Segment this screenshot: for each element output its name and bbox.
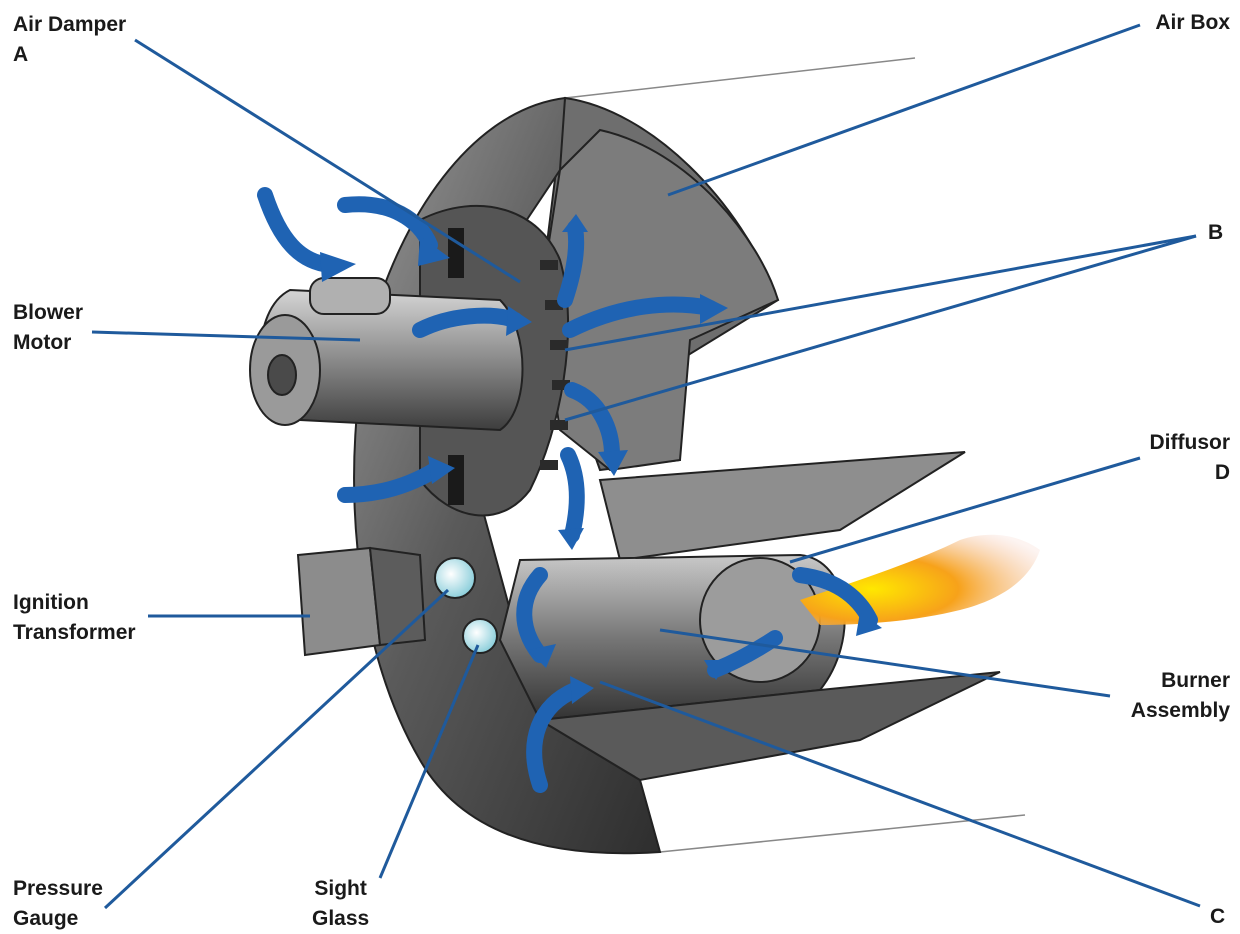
sight-glass-label-line1: Sight	[312, 874, 369, 904]
sight-glass	[463, 619, 497, 653]
air-damper-slot-lower	[448, 455, 464, 505]
diffusor-label-line1: Diffusor	[1150, 428, 1231, 458]
airflow-arrow	[568, 455, 577, 535]
air-box-leader-line	[668, 25, 1140, 195]
ignition-transformer-side	[370, 548, 425, 645]
burner-assembly-label-line2: Assembly	[1131, 696, 1230, 726]
ignition-transformer-box	[298, 548, 380, 655]
air-box-label: Air Box	[1155, 8, 1230, 38]
sight-glass-label: Sight Glass	[312, 874, 369, 934]
air-box-top-edge	[565, 58, 915, 98]
b-label: B	[1208, 218, 1223, 248]
ignition-transformer-label-line1: Ignition	[13, 588, 136, 618]
air-box-label-line1: Air Box	[1155, 8, 1230, 38]
blower-motor-label-line1: Blower	[13, 298, 83, 328]
diffusor-label: Diffusor D	[1150, 428, 1231, 488]
b-label-line1: B	[1208, 218, 1223, 248]
c-label: C	[1210, 902, 1225, 932]
air-damper-slot-upper	[448, 228, 464, 278]
blower-motor-shaft	[268, 355, 296, 395]
pressure-gauge-label-line2: Gauge	[13, 904, 103, 934]
sight-glass-label-line2: Glass	[312, 904, 369, 934]
burner-assembly-label-line1: Burner	[1131, 666, 1230, 696]
blower-motor-capacitor	[310, 278, 390, 314]
air-damper-label-line1: Air Damper	[13, 10, 126, 40]
air-damper-label: Air Damper A	[13, 10, 126, 70]
blower-motor-label: Blower Motor	[13, 298, 83, 358]
burner-assembly-label: Burner Assembly	[1131, 666, 1230, 726]
pressure-gauge-leader-line	[105, 590, 448, 908]
ignition-transformer-label-line2: Transformer	[13, 618, 136, 648]
air-damper-label-line2: A	[13, 40, 126, 70]
blower-motor-label-line2: Motor	[13, 328, 83, 358]
c-label-line1: C	[1210, 902, 1225, 932]
pressure-gauge-label: Pressure Gauge	[13, 874, 103, 934]
burner-tube-upper	[600, 452, 965, 560]
pressure-gauge	[435, 558, 475, 598]
pressure-gauge-label-line1: Pressure	[13, 874, 103, 904]
ignition-transformer-label: Ignition Transformer	[13, 588, 136, 648]
diffusor-label-line2: D	[1150, 458, 1231, 488]
